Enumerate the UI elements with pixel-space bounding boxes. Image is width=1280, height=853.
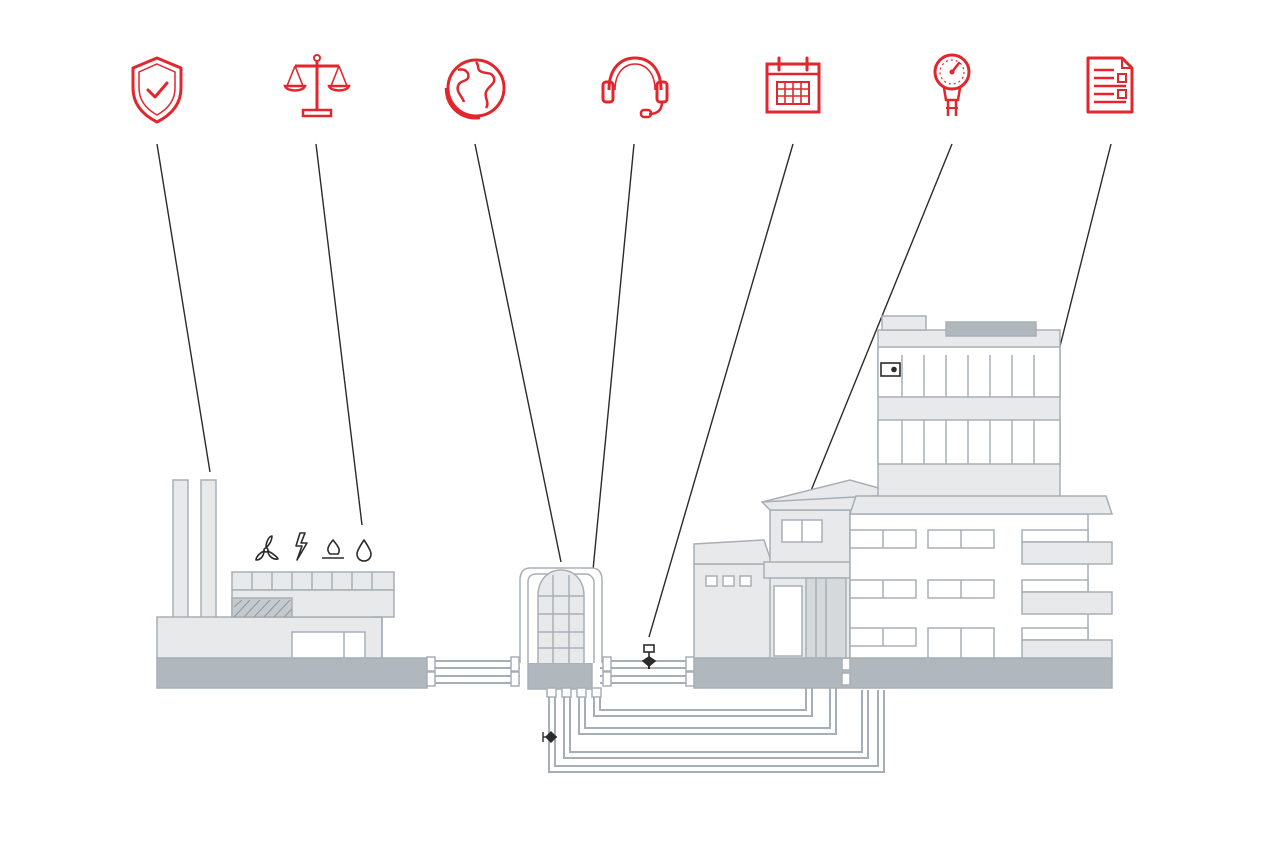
power-plant	[156, 479, 395, 659]
district-heating-pipes	[430, 653, 885, 773]
pressure-gauge-icon	[912, 50, 992, 130]
distribution-station	[519, 567, 603, 663]
pipe-couplers	[426, 656, 851, 698]
smart-meter	[880, 362, 901, 377]
globe-icon	[436, 50, 516, 130]
gas-flame-icon	[322, 539, 344, 559]
office-building	[848, 315, 1114, 659]
document-icon	[1070, 50, 1150, 130]
headset-icon	[595, 50, 675, 130]
energy-source-icons	[255, 532, 372, 562]
wind-turbine-icon	[255, 535, 279, 561]
leader-lines	[156, 143, 1112, 638]
balance-scale-icon	[277, 50, 357, 130]
calendar-icon	[753, 50, 833, 130]
ground	[156, 657, 1113, 690]
water-drop-icon	[356, 539, 372, 562]
lightning-icon	[295, 532, 308, 561]
residential-building	[693, 479, 911, 659]
shield-check-icon	[117, 50, 197, 130]
valve-lower	[542, 731, 557, 743]
valve	[641, 644, 657, 669]
